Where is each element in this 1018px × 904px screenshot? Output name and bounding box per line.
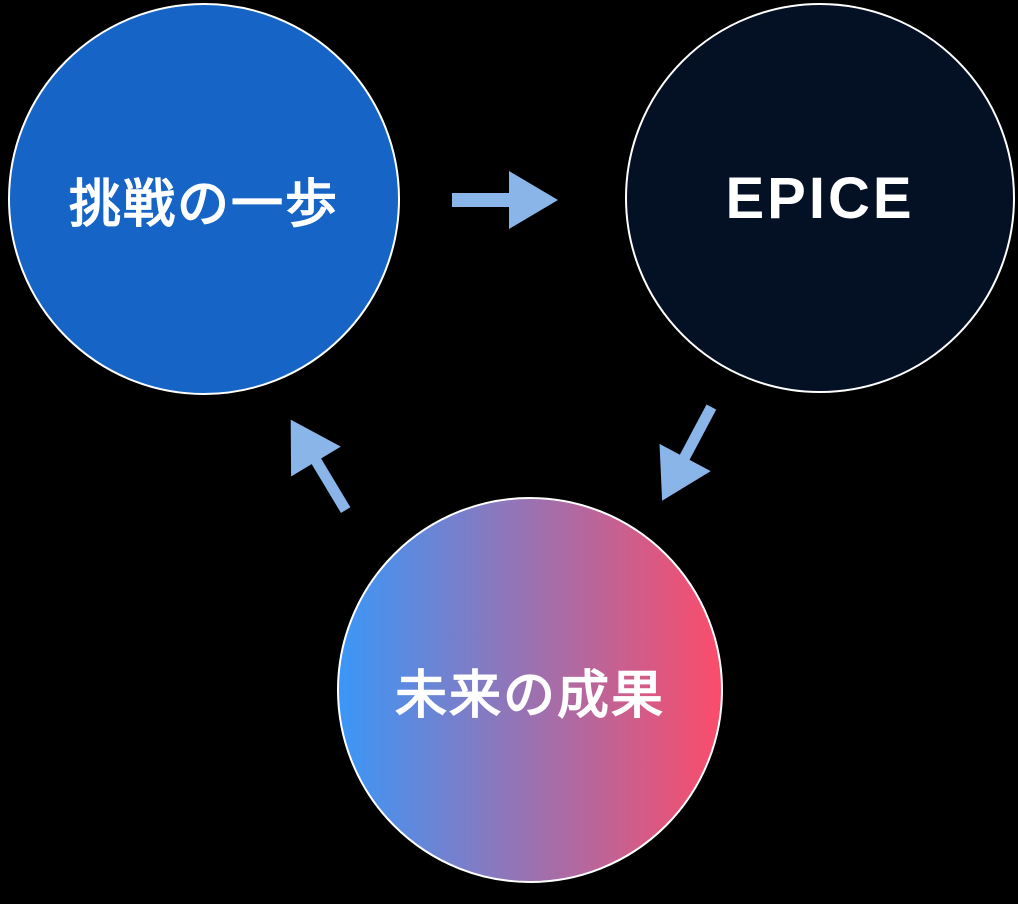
node-epice-label: EPICE [725, 165, 915, 231]
arrow-down-left-icon [659, 404, 717, 501]
node-future-label: 未来の成果 [394, 666, 665, 725]
arrow-up-left-icon [290, 419, 351, 514]
node-future-circle: 未来の成果 [337, 497, 723, 883]
arrow-right-icon [452, 171, 558, 229]
node-challenge-circle: 挑戦の一歩 [8, 3, 400, 395]
node-challenge-label: 挑戦の一歩 [68, 175, 339, 234]
node-epice-circle: EPICE [625, 3, 1015, 393]
